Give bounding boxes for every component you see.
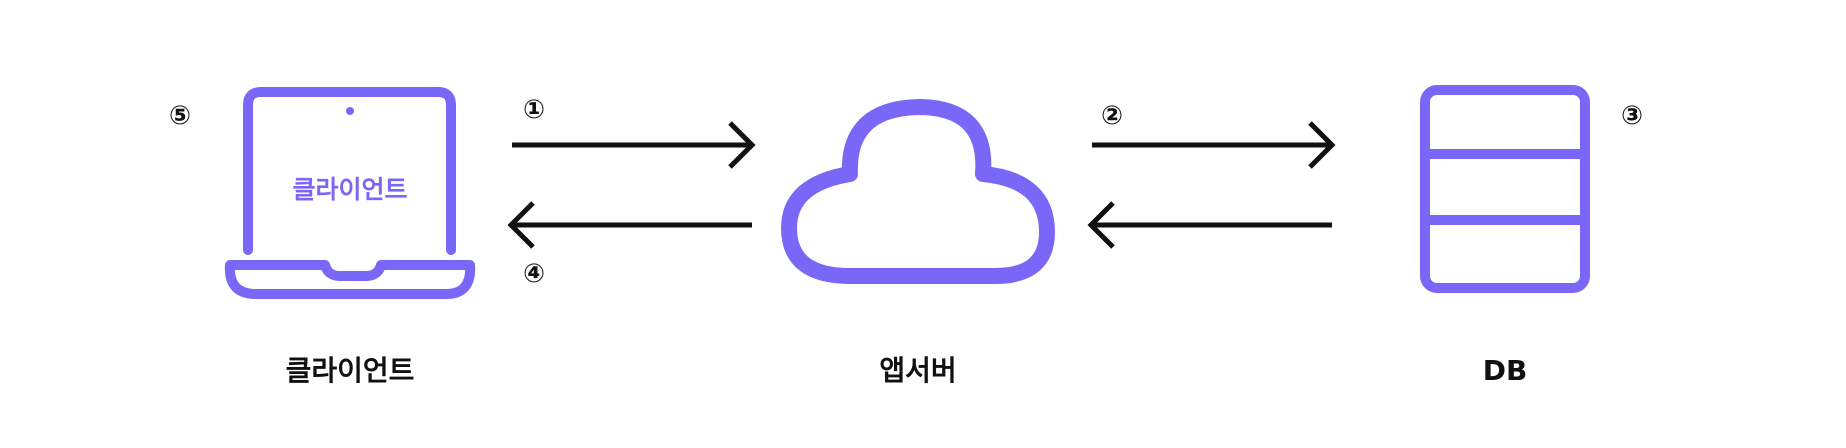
step-4-number: ④	[523, 259, 545, 289]
laptop-screen	[243, 87, 456, 255]
laptop-icon	[224, 87, 476, 299]
app-server-label: 앱서버	[879, 354, 956, 387]
laptop-screen-label: 클라이언트	[292, 175, 407, 204]
arrow-db-to-server	[1087, 201, 1332, 249]
db-label: DB	[1483, 354, 1528, 387]
step-5-number: ⑤	[169, 101, 191, 131]
laptop-camera	[346, 107, 354, 115]
client-label: 클라이언트	[286, 354, 415, 387]
step-1-number: ①	[523, 95, 545, 125]
database-icon	[1420, 85, 1590, 293]
arrow-server-to-client	[507, 201, 752, 249]
step-3-number: ③	[1621, 101, 1643, 131]
cloud-icon	[781, 99, 1055, 284]
database-body	[1420, 85, 1590, 293]
step-2-number: ②	[1101, 101, 1123, 131]
arrow-client-to-server	[512, 121, 756, 169]
arrow-server-to-db	[1092, 121, 1336, 169]
laptop-base	[224, 260, 476, 299]
